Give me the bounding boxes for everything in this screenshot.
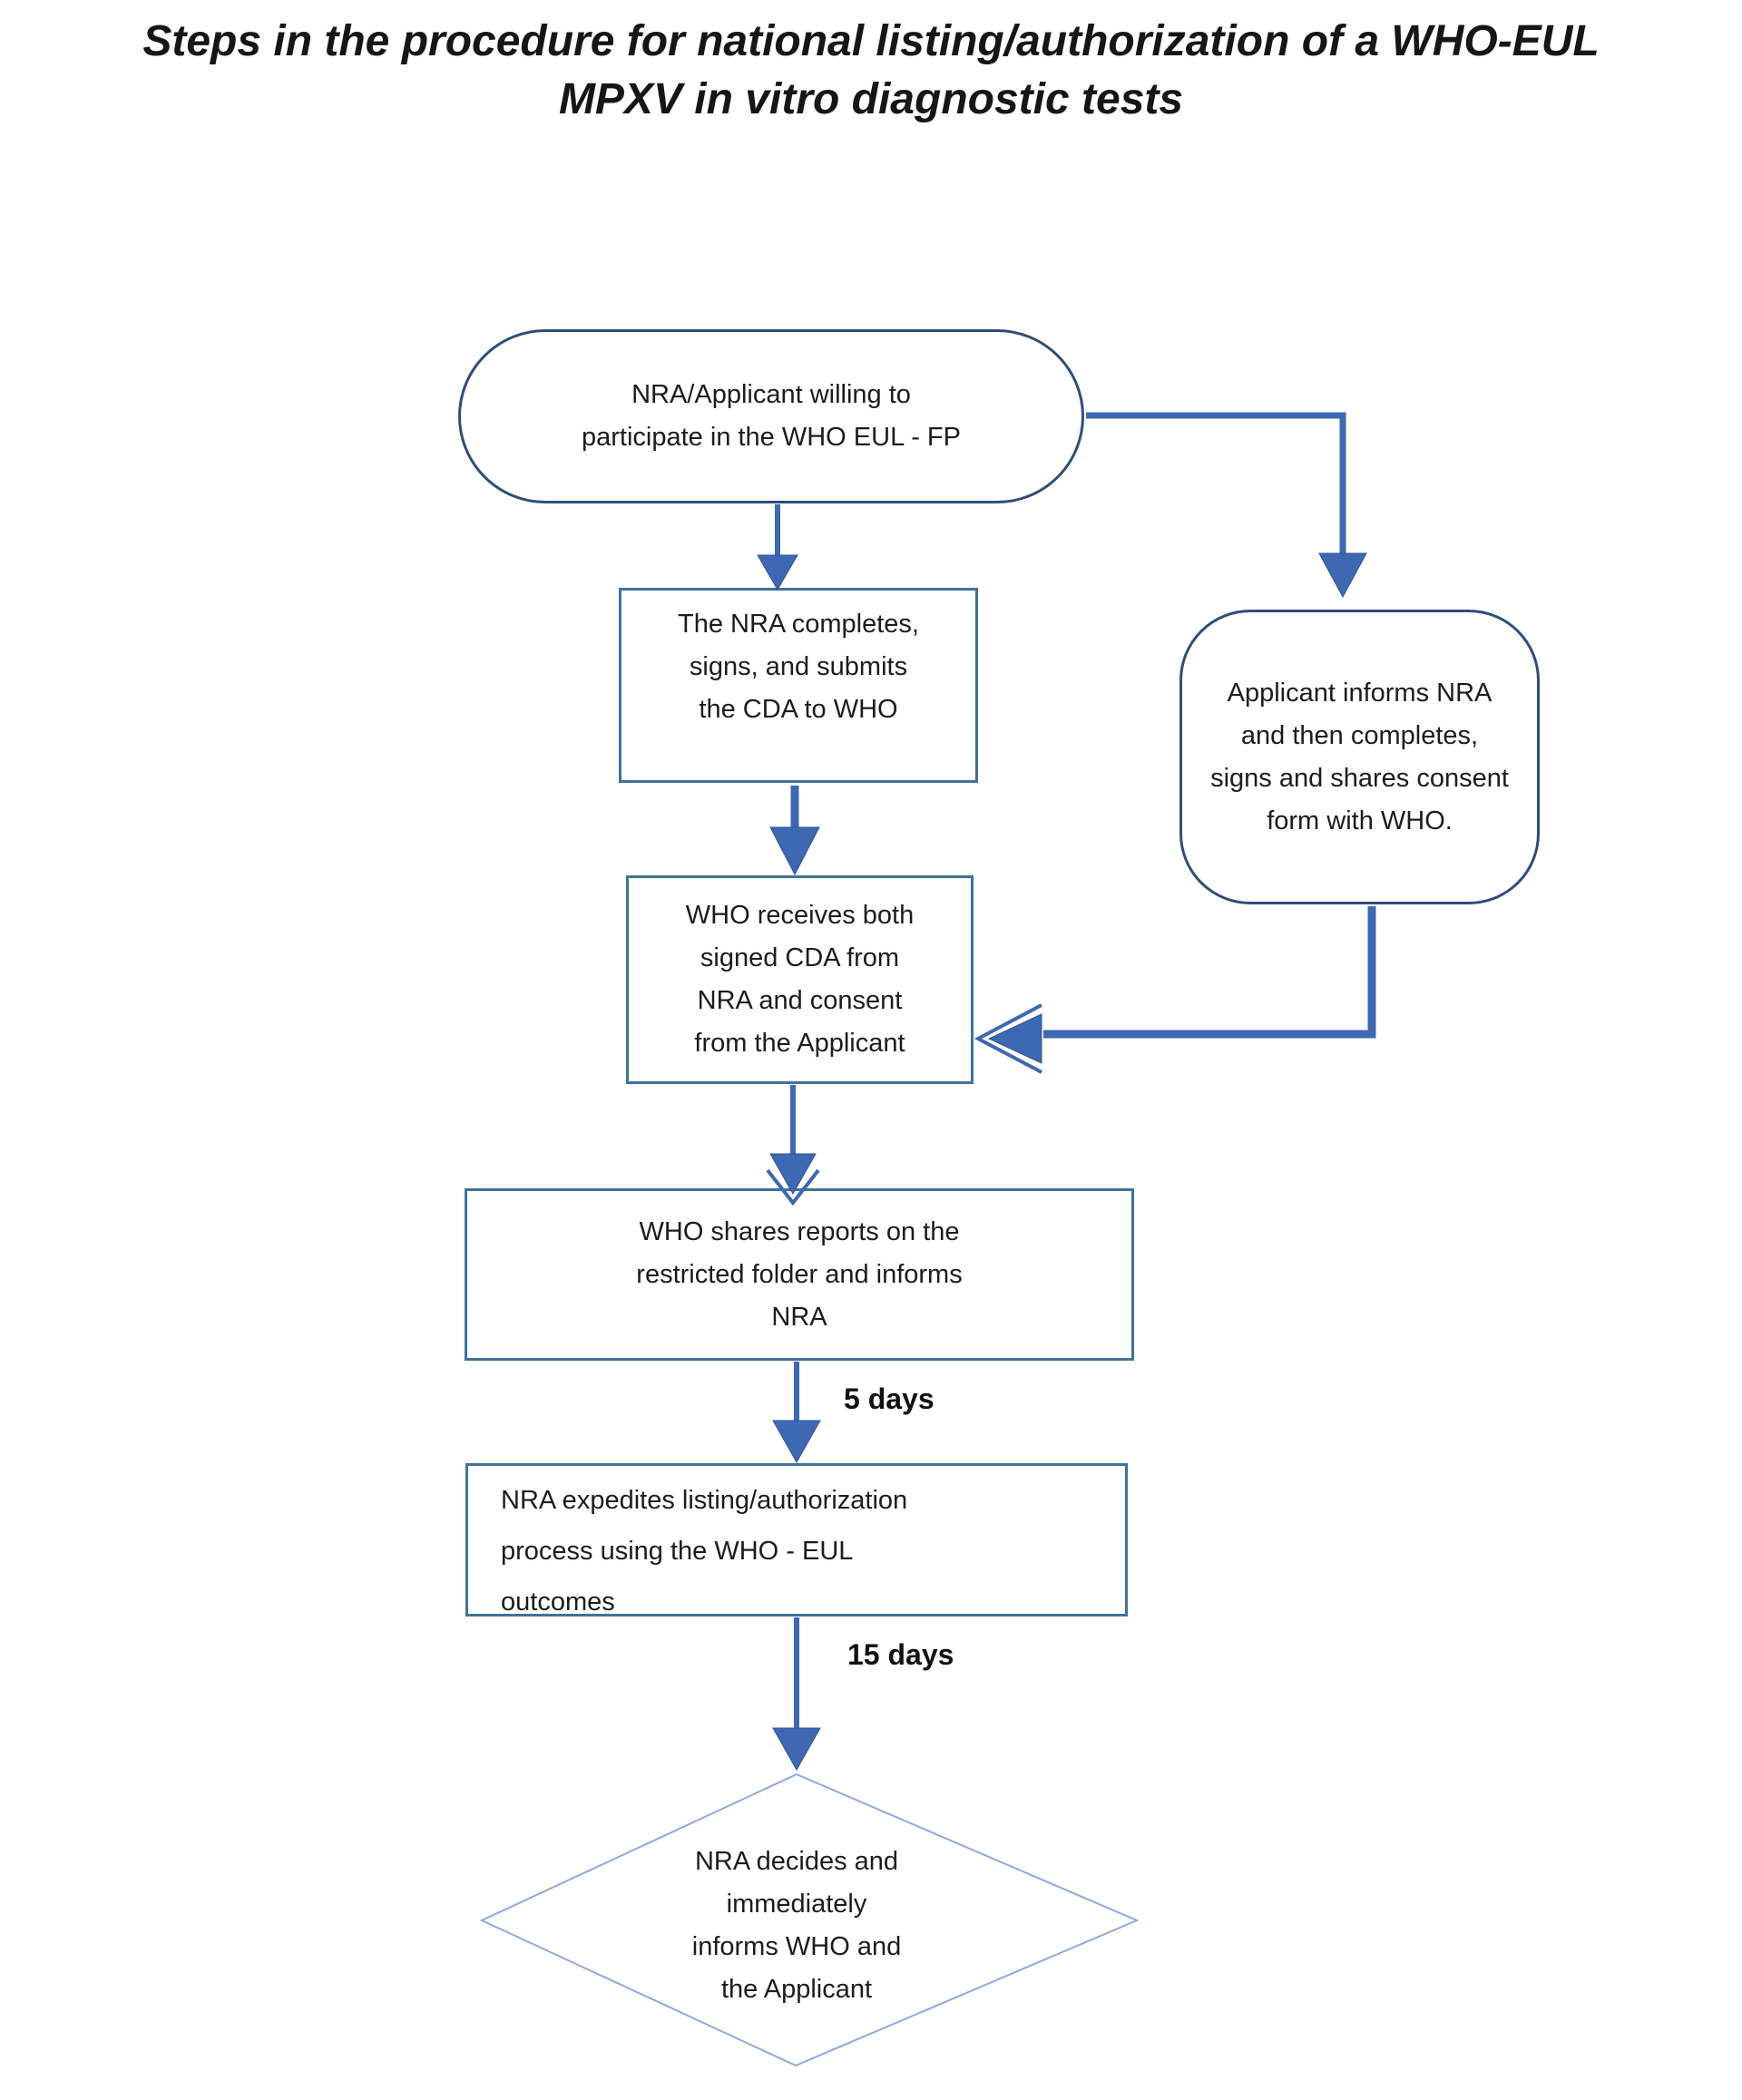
title-line-2: MPXV in vitro diagnostic tests [558,75,1184,123]
arrow-start-to-consent [1086,412,1367,599]
node-expedites-text: NRA expedites listing/authorization proc… [501,1486,908,1617]
node-start-text: NRA/Applicant willing to participate in … [582,380,961,452]
diagram-title: Steps in the procedure for national list… [0,13,1742,129]
node-cda-text: The NRA completes, signs, and submits th… [678,610,919,724]
arrow-consent-to-receives [974,906,1376,1074]
node-receives-process: WHO receives both signed CDA from NRA an… [626,875,974,1084]
arrow-receives-to-shares [766,1085,820,1206]
arrow-cda-to-receives [769,786,820,876]
node-consent-text: Applicant informs NRA and then completes… [1210,678,1509,835]
edge-label-15-days: 15 days [847,1638,954,1671]
node-shares-text: WHO shares reports on the restricted fol… [636,1216,963,1332]
edge-label-5-days: 5 days [844,1382,935,1415]
title-line-1: Steps in the procedure for national list… [142,17,1600,65]
node-start-terminator: NRA/Applicant willing to participate in … [458,329,1084,503]
node-decision-text: NRA decides and immediately informs WHO … [691,1847,902,2004]
node-cda-process: The NRA completes, signs, and submits th… [619,588,978,783]
arrow-shares-to-expedites [772,1362,821,1464]
node-shares-process: WHO shares reports on the restricted fol… [465,1188,1134,1361]
arrow-expedites-to-decision [772,1617,821,1772]
arrow-start-to-cda [757,504,798,591]
node-receives-text: WHO receives both signed CDA from NRA an… [685,901,915,1058]
node-expedites-process: NRA expedites listing/authorization proc… [465,1463,1128,1617]
node-consent-rounded: Applicant informs NRA and then completes… [1179,610,1540,904]
